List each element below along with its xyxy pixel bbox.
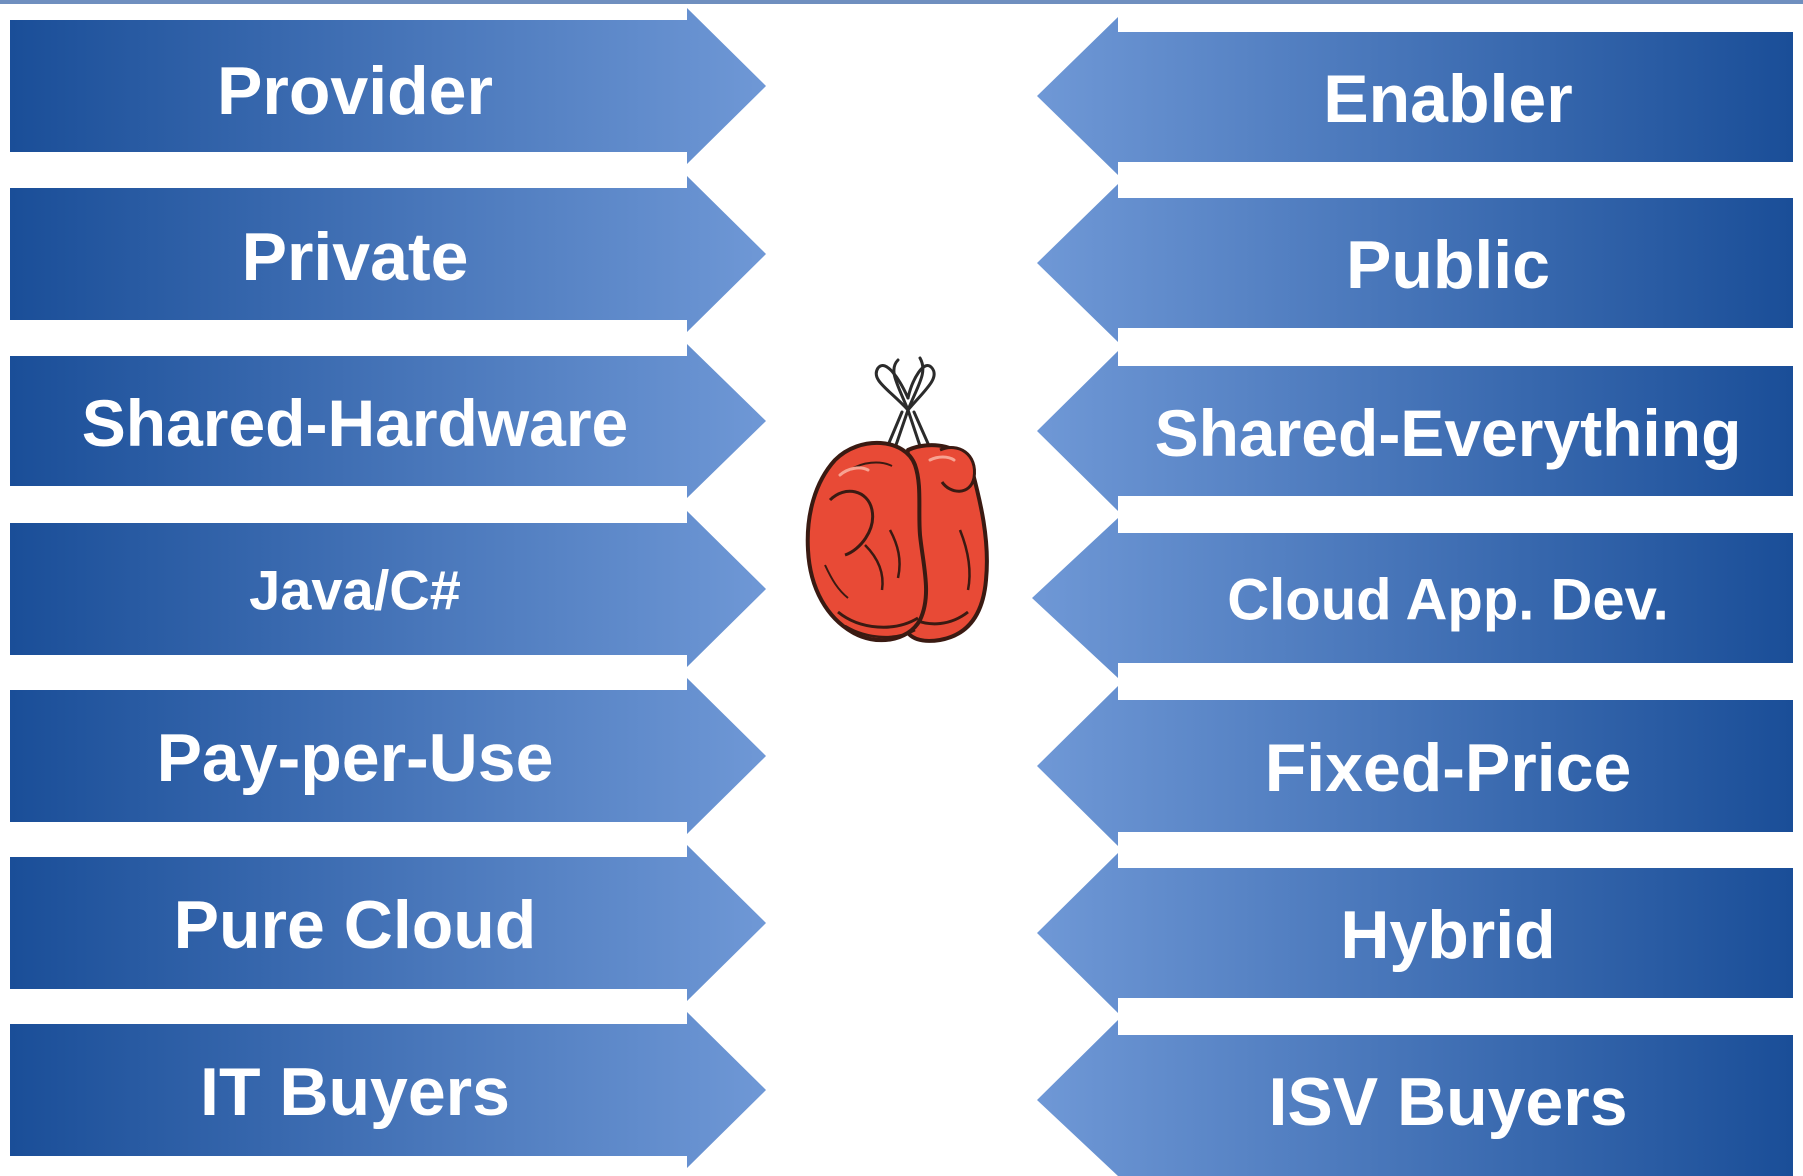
arrow-shape: [10, 8, 766, 164]
arrow-shape: [10, 176, 766, 332]
arrow-shape: [10, 1012, 766, 1168]
arrow-shape: [10, 845, 766, 1001]
left-arrow-label: Pay-per-Use: [157, 720, 554, 796]
left-arrow-pay-per-use: Pay-per-Use: [10, 678, 766, 834]
right-arrow-shared-everything: Shared-Everything: [1037, 351, 1793, 511]
right-arrow-label: Fixed-Price: [1265, 730, 1632, 806]
left-arrow-it-buyers: IT Buyers: [10, 1012, 766, 1168]
left-arrow-private: Private: [10, 176, 766, 332]
left-arrow-label: IT Buyers: [200, 1054, 510, 1130]
left-arrow-label: Shared-Hardware: [82, 386, 629, 460]
right-arrow-fixed-price: Fixed-Price: [1037, 686, 1793, 846]
top-rule: [0, 0, 1803, 4]
arrow-shape: [10, 678, 766, 834]
arrow-shape: [1037, 686, 1793, 846]
right-arrow-isv-buyers: ISV Buyers: [1037, 1020, 1793, 1176]
boxing-gloves-icon: [805, 356, 989, 643]
left-arrow-label: Pure Cloud: [174, 887, 537, 963]
arrow-shape: [1037, 17, 1793, 175]
right-arrow-label: Cloud App. Dev.: [1227, 568, 1668, 633]
arrow-shape: [1037, 184, 1793, 342]
arrow-shape: [1037, 351, 1793, 511]
left-arrow-label: Private: [242, 219, 469, 295]
left-arrow-pure-cloud: Pure Cloud: [10, 845, 766, 1001]
arrow-shape: [1037, 1020, 1793, 1176]
left-arrow-provider: Provider: [10, 8, 766, 164]
left-arrow-shared-hardware: Shared-Hardware: [10, 344, 766, 498]
arrow-shape: [10, 344, 766, 498]
right-arrow-hybrid: Hybrid: [1037, 853, 1793, 1013]
right-arrow-enabler: Enabler: [1037, 17, 1793, 175]
arrow-shape: [10, 511, 766, 667]
arrow-shape: [1032, 518, 1793, 678]
left-arrow-label: Provider: [217, 53, 493, 129]
right-arrow-label: ISV Buyers: [1268, 1064, 1627, 1140]
left-arrow-java-csharp: Java/C#: [10, 511, 766, 667]
right-arrow-label: Hybrid: [1340, 897, 1555, 973]
right-arrow-label: Shared-Everything: [1155, 396, 1742, 470]
right-arrow-label: Enabler: [1323, 61, 1572, 137]
right-arrow-cloud-app-dev: Cloud App. Dev.: [1032, 518, 1793, 678]
right-arrow-public: Public: [1037, 184, 1793, 342]
left-arrow-label: Java/C#: [249, 559, 461, 622]
arrow-shape: [1037, 853, 1793, 1013]
right-arrow-label: Public: [1346, 227, 1550, 303]
